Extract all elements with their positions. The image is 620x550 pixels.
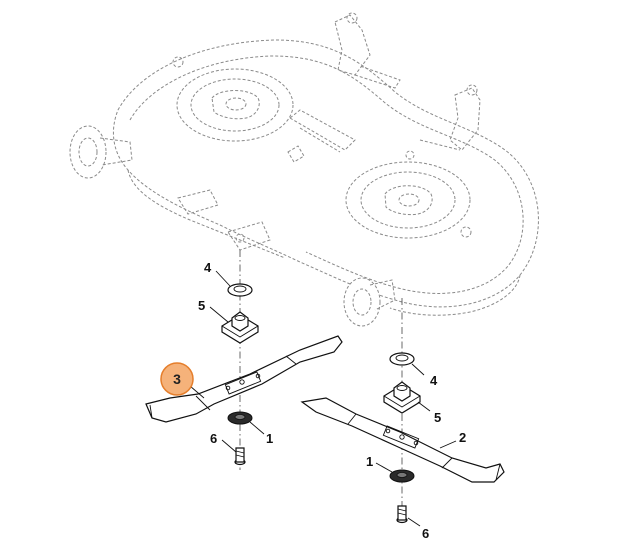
- blade-hub-part-5-left: [221, 311, 259, 344]
- callout-4-right: 4: [430, 373, 438, 388]
- highlight-circle: [160, 362, 194, 396]
- callout-6-left: 6: [210, 431, 217, 446]
- callout-1-left: 1: [266, 431, 273, 446]
- mower-deck-ghost: [69, 12, 539, 327]
- callout-5-right: 5: [434, 410, 441, 425]
- mower-blade-part-2: [300, 397, 505, 483]
- callout-3-highlight: 3: [160, 362, 194, 396]
- callout-6-right: 6: [422, 526, 429, 541]
- washer-part-1-left: [227, 411, 253, 425]
- blade-hub-part-5-right: [383, 381, 421, 414]
- callout-3: 3: [173, 371, 181, 387]
- bolt-part-6-right: [396, 505, 408, 524]
- bolt-part-6-left: [234, 447, 246, 466]
- callout-1-right: 1: [366, 454, 373, 469]
- washer-part-1-right: [389, 469, 415, 483]
- leader-lines: [189, 270, 457, 527]
- callout-2: 2: [459, 430, 466, 445]
- washer-part-4-right: [389, 352, 415, 366]
- callout-5-left: 5: [198, 298, 205, 313]
- callout-4-left: 4: [204, 260, 212, 275]
- mower-blade-part-3: [145, 335, 343, 423]
- washer-part-4-left: [227, 283, 253, 297]
